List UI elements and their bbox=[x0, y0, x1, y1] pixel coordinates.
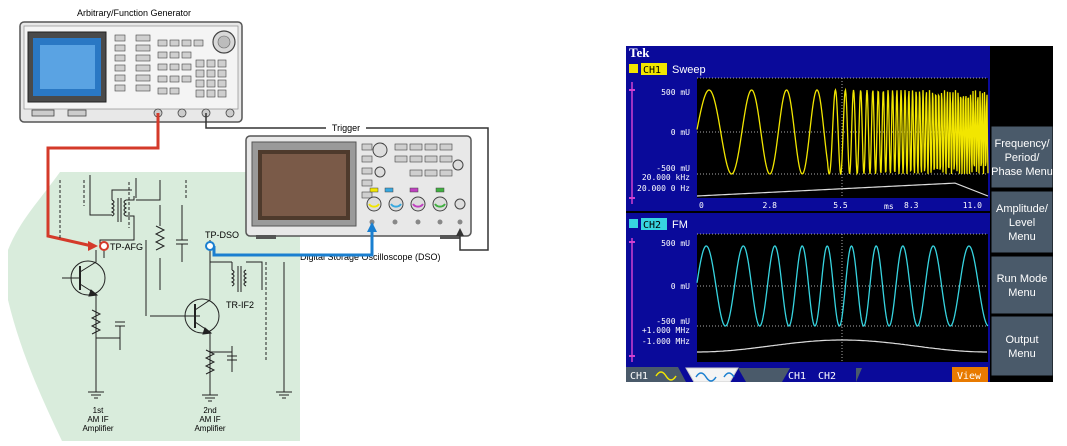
ch1-sweep-waveform bbox=[696, 87, 989, 176]
amp1-line1: 1st bbox=[93, 406, 104, 415]
ch1-y-bot: -500 mU bbox=[656, 164, 690, 173]
ch1-x-tick: 2.8 bbox=[763, 201, 778, 210]
ch1-x-tick: 8.3 bbox=[904, 201, 919, 210]
tp-dso-label: TP-DSO bbox=[205, 230, 239, 240]
tab-sine-icon[interactable] bbox=[695, 372, 717, 382]
afg-label: Arbitrary/Function Generator bbox=[77, 8, 191, 18]
amp1-line2: AM IF bbox=[87, 415, 108, 424]
ch2-title: FM bbox=[672, 219, 688, 231]
dso-input-cable bbox=[212, 224, 374, 257]
ch2-fm-lo: -1.000 MHz bbox=[642, 337, 690, 346]
ch2-fm-waveform bbox=[696, 245, 989, 327]
ch2-y-bot: -500 mU bbox=[656, 317, 690, 326]
ch2-modulation-trace bbox=[697, 339, 987, 353]
diagram-svg: Arbitrary/Function Generator Digit bbox=[8, 8, 489, 441]
menu-button-label: Frequency/ bbox=[994, 138, 1050, 150]
amp1-line3: Amplifier bbox=[82, 424, 113, 433]
ch1-x-tick: 5.5 bbox=[833, 201, 848, 210]
ch1-sweep-lo: 20.000 0 Hz bbox=[637, 184, 690, 193]
tp-afg-marker bbox=[99, 241, 109, 251]
ch1-badge: CH1 bbox=[643, 65, 661, 76]
dso-label: Digital Storage Oscilloscope (DSO) bbox=[300, 252, 441, 262]
if-amplifier-schematic bbox=[59, 175, 292, 402]
view-label: View bbox=[957, 371, 982, 382]
menu-button-label: Level bbox=[1009, 217, 1035, 229]
afg-instrument: Arbitrary/Function Generator bbox=[19, 8, 243, 123]
amp2-line2: AM IF bbox=[199, 415, 220, 424]
trigger-label: Trigger bbox=[332, 123, 360, 133]
menu-button-label: Output bbox=[1005, 334, 1038, 346]
menu-button-label: Menu bbox=[1008, 287, 1036, 299]
ch1-title: Sweep bbox=[672, 64, 706, 76]
tp-afg-label: TP-AFG bbox=[110, 242, 143, 252]
trigger-cable bbox=[205, 113, 489, 251]
circuit-region bbox=[8, 172, 300, 441]
menu-button-label: Amplitude/ bbox=[996, 203, 1049, 215]
ch2-badge: CH2 bbox=[643, 220, 661, 231]
ch2-y-mid: 0 mU bbox=[671, 282, 690, 291]
oscilloscope-screen: Tek CH1 Sweep 500 mU 0 mU -500 mU 20.000… bbox=[626, 45, 1054, 383]
menu-button-label: Menu bbox=[1008, 348, 1036, 360]
menu-button-label: Phase Menu bbox=[991, 166, 1053, 178]
ch2-fm-hi: +1.000 MHz bbox=[642, 326, 690, 335]
ch1-sweep-hi: 20.000 kHz bbox=[642, 173, 690, 182]
menu-button-label: Menu bbox=[1008, 231, 1036, 243]
side-menu: Frequency/Period/Phase MenuAmplitude/Lev… bbox=[990, 125, 1054, 377]
dso-instrument: Digital Storage Oscilloscope (DSO) bbox=[245, 135, 472, 262]
view-button[interactable] bbox=[952, 367, 988, 382]
ch1-x-unit: ms bbox=[884, 202, 894, 211]
tab-ch1-ch2-b[interactable]: CH2 bbox=[818, 371, 836, 382]
test-setup-diagram: Arbitrary/Function Generator Digit bbox=[8, 8, 489, 441]
tek-logo: Tek bbox=[629, 46, 650, 60]
ch1-x-tick: 11.0 bbox=[963, 201, 982, 210]
tab-ch1-wave-icon bbox=[655, 371, 677, 381]
menu-button-label: Period/ bbox=[1005, 152, 1041, 164]
amp2-line1: 2nd bbox=[203, 406, 216, 415]
menu-button[interactable]: Frequency/Period/Phase Menu bbox=[990, 125, 1054, 189]
ch1-x-tick: 0 bbox=[699, 201, 704, 210]
ch2-y-top: 500 mU bbox=[661, 239, 690, 248]
tp-dso-marker bbox=[205, 241, 215, 251]
tr-if2-label: TR-IF2 bbox=[226, 300, 254, 310]
scope-svg: Tek CH1 Sweep 500 mU 0 mU -500 mU 20.000… bbox=[626, 45, 1054, 383]
tab-sine2-icon[interactable] bbox=[723, 372, 735, 378]
ch1-sweep-ramp bbox=[696, 182, 989, 197]
amp2-line3: Amplifier bbox=[194, 424, 225, 433]
tab-ch1-ch2-a[interactable]: CH1 bbox=[788, 371, 806, 382]
ch1-y-mid: 0 mU bbox=[671, 128, 690, 137]
menu-button-label: Run Mode bbox=[997, 273, 1048, 285]
tab-ch1[interactable]: CH1 bbox=[630, 371, 648, 382]
ch1-x-ticks: 0 2.8 5.5 8.3 11.0 bbox=[699, 201, 982, 210]
afg-output-cable bbox=[46, 113, 160, 248]
ch1-y-top: 500 mU bbox=[661, 88, 690, 97]
